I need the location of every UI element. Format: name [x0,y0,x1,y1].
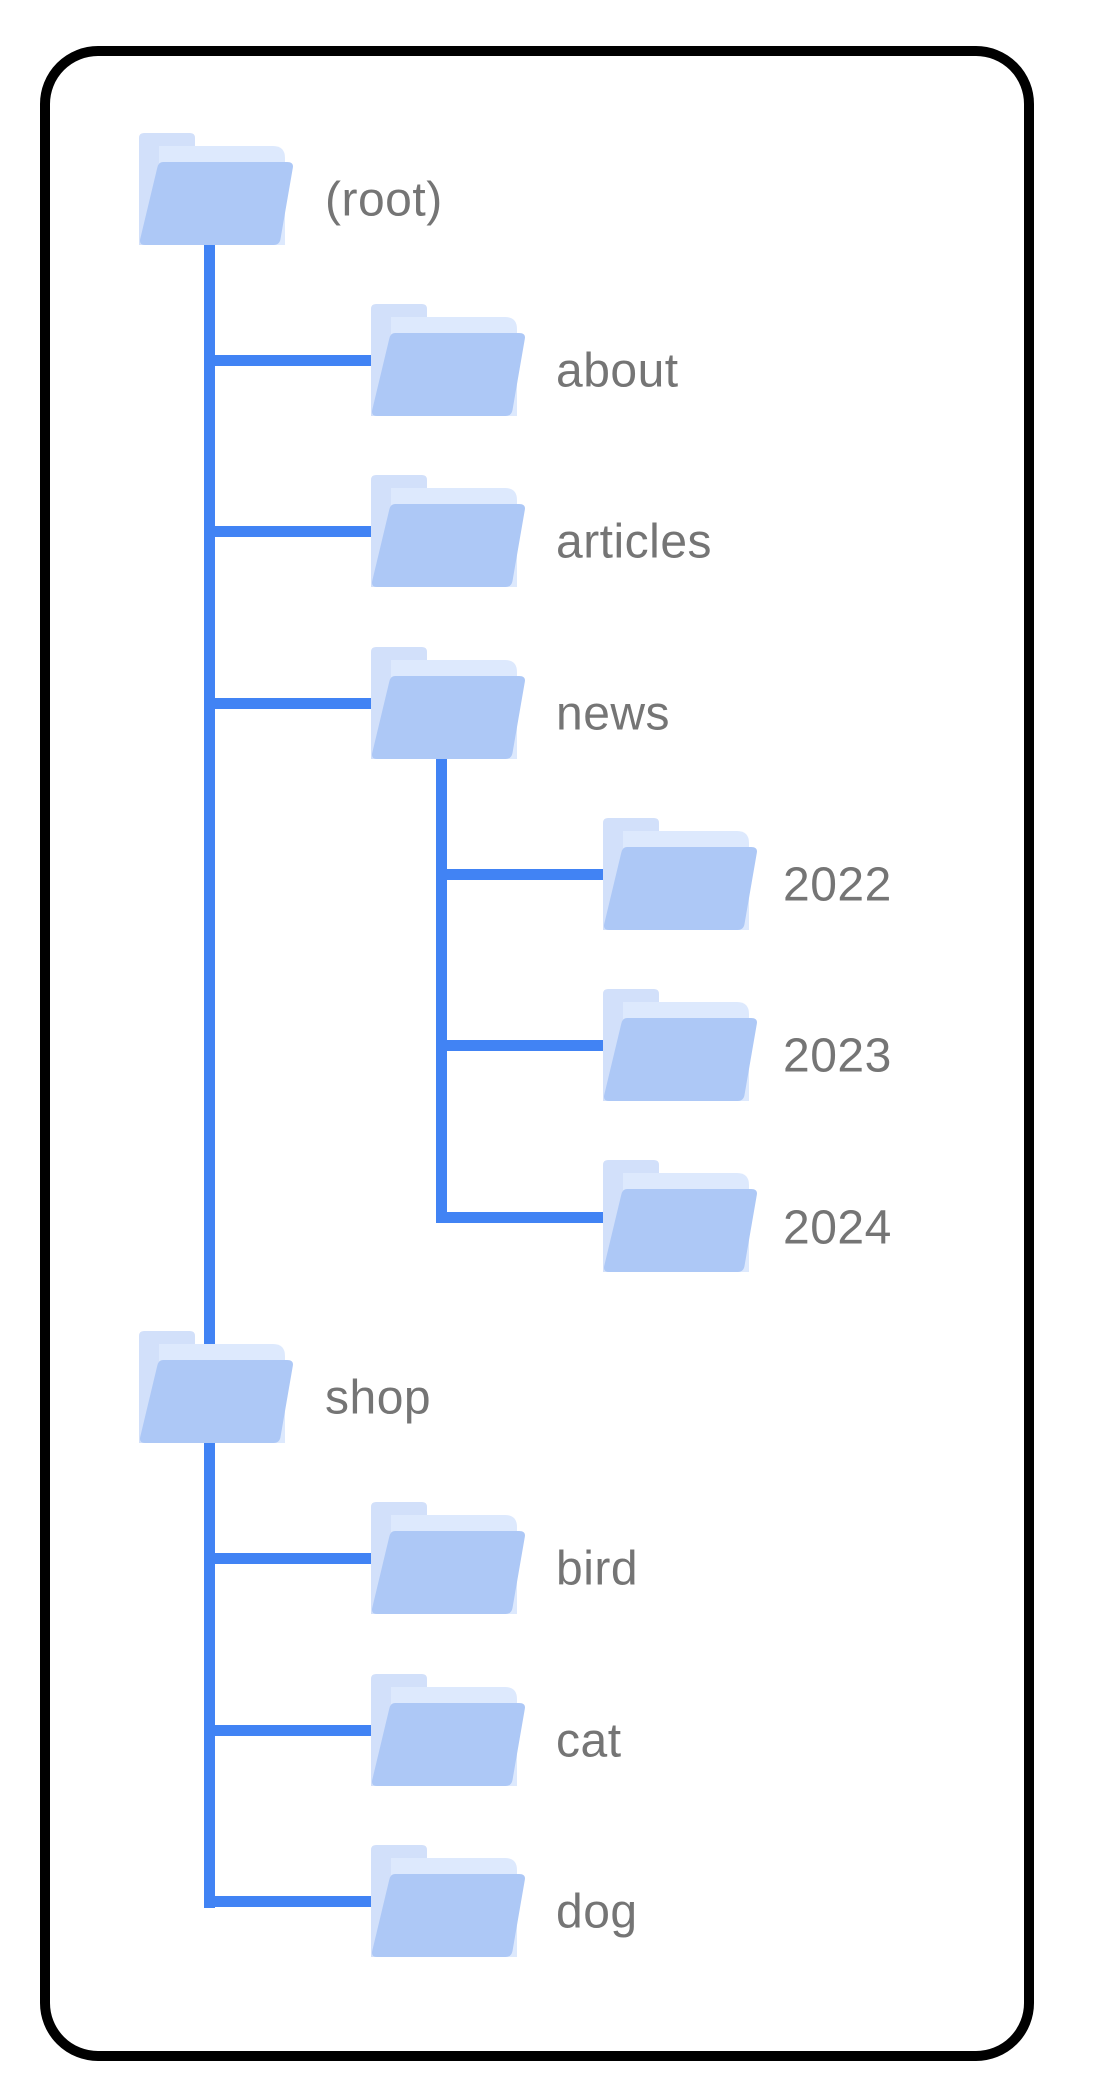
folder-icon-shop [139,1331,293,1443]
folder-label-news: news [556,687,671,741]
folder-label-about: about [556,344,679,398]
folder-icon-news [371,647,525,759]
folder-label-2024: 2024 [783,1201,892,1255]
folder-front-shape [604,847,757,930]
connector-branch-news [204,698,385,709]
folder-label-cat: cat [556,1714,622,1768]
connector-branch-articles [204,526,385,537]
folder-icon-cat [371,1674,525,1786]
folder-front-shape [372,504,525,587]
folder-icon-2024 [603,1160,757,1272]
folder-front-shape [140,1360,293,1443]
folder-front-shape [372,676,525,759]
connector-branch-2024 [436,1212,617,1223]
folder-icon-articles [371,475,525,587]
folder-icon-root [139,133,293,245]
connector-branch-2023 [436,1040,617,1051]
connector-trunk-root [204,240,215,1908]
folder-front-shape [372,333,525,416]
folder-label-2023: 2023 [783,1029,892,1083]
folder-front-shape [140,162,293,245]
folder-front-shape [372,1531,525,1614]
folder-label-articles: articles [556,515,713,569]
connector-branch-bird [204,1553,385,1564]
connector-branch-2022 [436,869,617,880]
folder-icon-2022 [603,818,757,930]
folder-icon-dog [371,1845,525,1957]
folder-label-dog: dog [556,1885,638,1939]
folder-icon-2023 [603,989,757,1101]
folder-front-shape [372,1874,525,1957]
folder-label-root: (root) [325,173,443,227]
connector-branch-cat [204,1725,385,1736]
folder-front-shape [604,1018,757,1101]
folder-icon-bird [371,1502,525,1614]
folder-front-shape [372,1703,525,1786]
folder-icon-about [371,304,525,416]
connector-branch-about [204,355,385,366]
folder-label-shop: shop [325,1371,432,1425]
folder-label-bird: bird [556,1542,639,1596]
folder-label-2022: 2022 [783,858,892,912]
connector-trunk-news [436,753,447,1223]
folder-front-shape [604,1189,757,1272]
connector-branch-dog [204,1896,385,1907]
